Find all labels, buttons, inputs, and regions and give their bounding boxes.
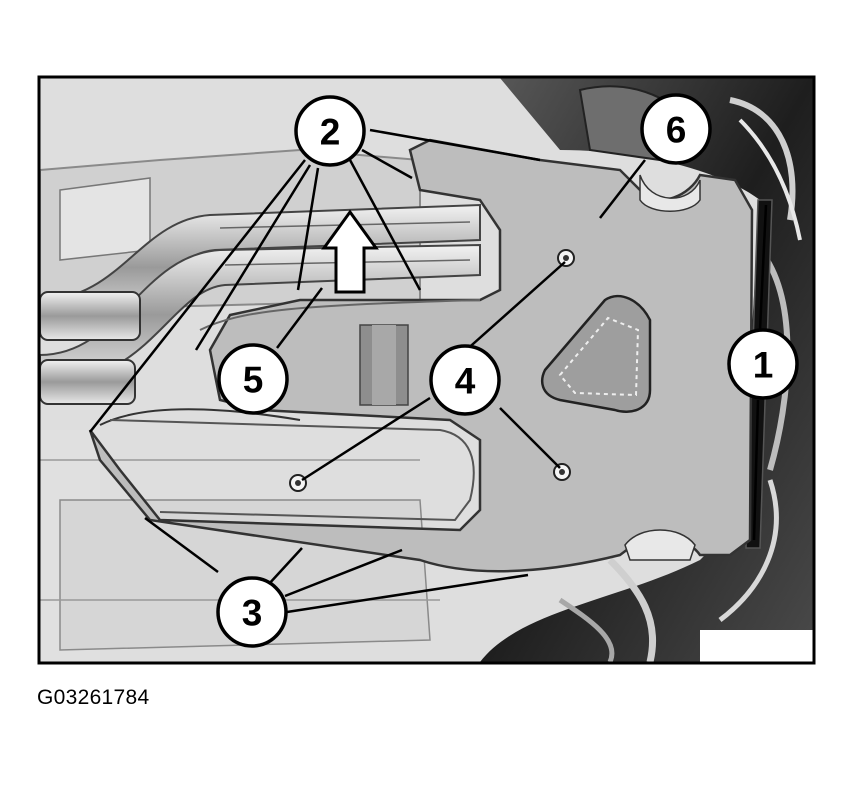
photo-frame (40, 78, 813, 662)
callout-4: 4 (429, 344, 501, 416)
forward-arrow-icon (321, 209, 379, 294)
figure-id-label: G03261784 (37, 686, 150, 709)
underbody-shield (88, 138, 754, 573)
callout-1: 1 (727, 328, 799, 400)
callout-4-label: 4 (455, 361, 476, 402)
callout-5-label: 5 (243, 360, 264, 401)
callout-6: 6 (640, 93, 712, 165)
callout-6-label: 6 (666, 110, 687, 151)
callout-5: 5 (217, 343, 289, 415)
callout-2: 2 (294, 95, 366, 167)
callout-2-label: 2 (320, 112, 341, 153)
callout-3-label: 3 (242, 593, 263, 634)
leader-lines (89, 128, 768, 614)
callout-3: 3 (216, 576, 288, 648)
callout-1-label: 1 (753, 345, 774, 386)
photo-border (37, 75, 816, 665)
exhaust-pipes (40, 203, 481, 405)
